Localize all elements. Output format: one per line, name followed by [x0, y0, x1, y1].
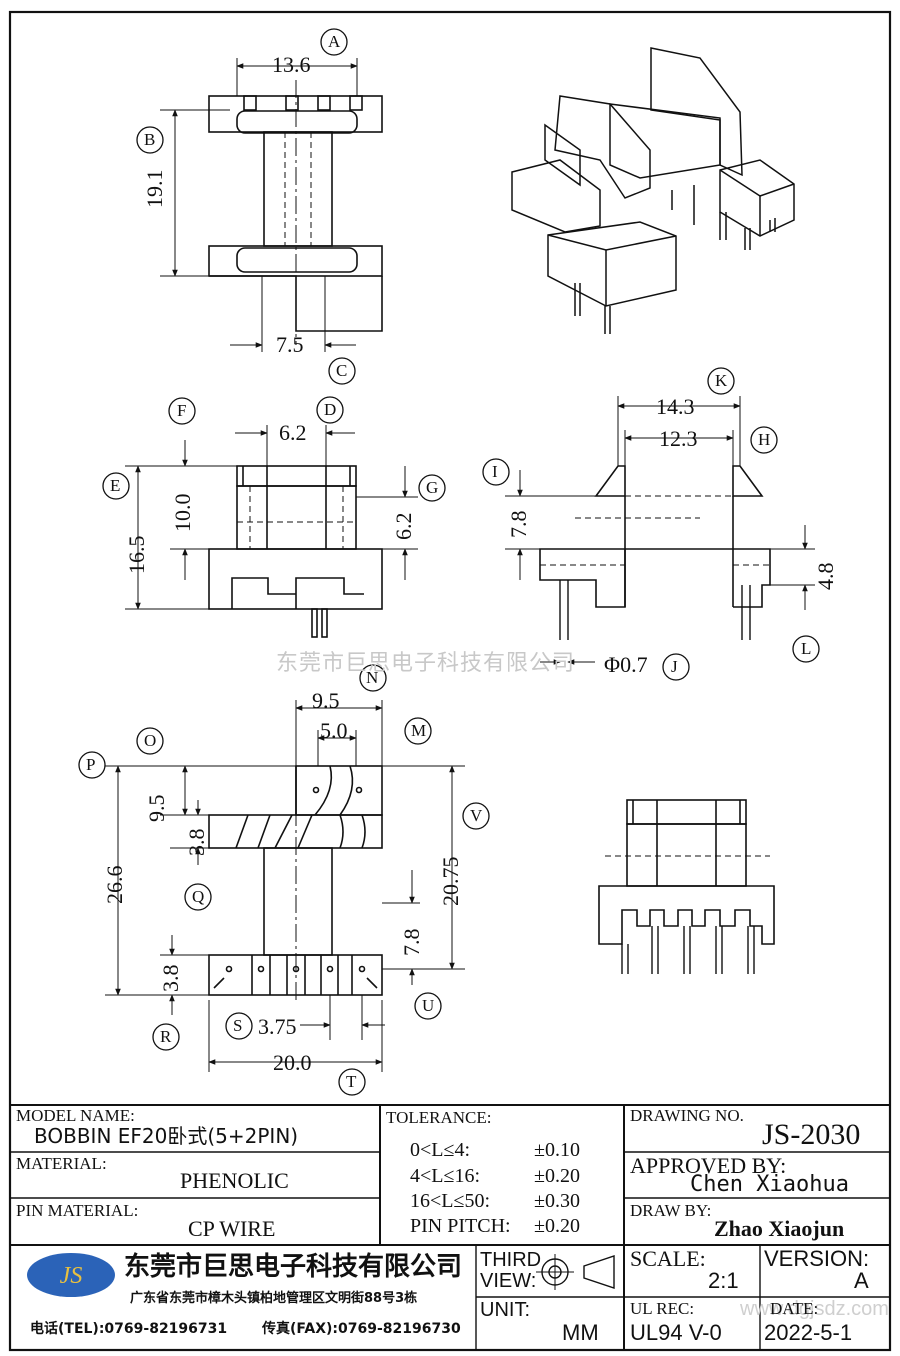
company-address: 广东省东莞市樟木头镇柏地管理区文明街88号3栋: [130, 1291, 418, 1306]
callout-l: L: [801, 639, 812, 658]
callout-m: M: [411, 721, 427, 740]
scale: 2:1: [708, 1268, 739, 1293]
tolerance-label: TOLERANCE:: [386, 1108, 492, 1127]
unit: MM: [562, 1320, 599, 1345]
tolerance-value-2: ±0.20: [534, 1165, 580, 1187]
dim-6-2-side: 6.2: [391, 512, 416, 541]
bottom-view: [105, 700, 465, 1072]
drawing-no: JS-2030: [762, 1118, 861, 1151]
ul-rec: UL94 V-0: [630, 1320, 722, 1345]
tolerance-range-1: 0<L≤4:: [410, 1139, 471, 1161]
end-view: [598, 799, 775, 974]
dim-16-5: 16.5: [124, 535, 149, 575]
unit-label: UNIT:: [480, 1299, 530, 1321]
side-view: [505, 396, 815, 665]
tolerance-value-1: ±0.10: [534, 1139, 580, 1161]
dim-19-1: 19.1: [142, 169, 167, 209]
callout-circles: [78, 28, 820, 1096]
dim-3-75: 3.75: [258, 1014, 297, 1039]
dim-20-75: 20.75: [438, 856, 463, 907]
company-tel: 电话(TEL):0769-82196731: [30, 1321, 228, 1337]
tolerance-range-4: PIN PITCH:: [410, 1215, 511, 1237]
draw-by: Zhao Xiaojun: [714, 1216, 845, 1241]
callout-a: A: [328, 32, 341, 51]
dim-4-8: 4.8: [813, 562, 838, 591]
dim-7-5: 7.5: [276, 332, 304, 357]
dim-9-5-left: 9.5: [144, 794, 169, 823]
dim-10-0: 10.0: [170, 493, 195, 533]
callout-k: K: [715, 371, 728, 390]
watermark-company: 东莞市巨思电子科技有限公司: [276, 651, 576, 676]
dim-13-6: 13.6: [272, 52, 311, 77]
dim-26-6: 26.6: [102, 865, 127, 905]
tolerance-value-4: ±0.20: [534, 1215, 580, 1237]
callout-q: Q: [192, 887, 205, 906]
approved-by: Chen Xiaohua: [690, 1172, 849, 1197]
dim-7-8-side: 7.8: [506, 510, 531, 539]
dim-0-7: 0.7: [620, 652, 648, 677]
front-view: [125, 425, 418, 638]
isometric-view: [511, 47, 795, 334]
drawing-no-label: DRAWING NO.: [630, 1106, 744, 1125]
version: A: [854, 1268, 869, 1293]
callout-c: C: [336, 361, 348, 380]
dim-20-0: 20.0: [273, 1050, 312, 1075]
callout-n: N: [366, 668, 379, 687]
callout-e: E: [110, 476, 121, 495]
ul-rec-label: UL REC:: [630, 1299, 695, 1318]
title-block-grid: [10, 1104, 890, 1350]
pin-material-label: PIN MATERIAL:: [16, 1201, 139, 1220]
approved-label: APPROVED BY:: [630, 1153, 787, 1178]
company-name: 东莞市巨思电子科技有限公司: [124, 1252, 463, 1282]
company-fax: 传真(FAX):0769-82196730: [262, 1321, 461, 1337]
pin-material: CP WIRE: [188, 1216, 276, 1241]
dim-3-8-lower: 3.8: [158, 964, 183, 993]
watermark-site: www.dgjsdz.com: [740, 1298, 889, 1320]
date-label: DATE:: [770, 1299, 819, 1318]
callout-u: U: [422, 996, 435, 1015]
dim-12-3: 12.3: [659, 426, 698, 451]
material-label: MATERIAL:: [16, 1154, 107, 1173]
date: 2022-5-1: [764, 1320, 853, 1345]
third-angle-symbol: [536, 1254, 615, 1290]
tolerance-value-3: ±0.30: [534, 1190, 580, 1212]
third-view-label-1: THIRD: [480, 1249, 542, 1271]
callout-g: G: [426, 478, 439, 497]
top-view: [160, 58, 383, 352]
callout-r: R: [160, 1027, 172, 1046]
callout-o: O: [144, 731, 157, 750]
callout-j: J: [671, 657, 678, 676]
tolerance-range-3: 16<L≤50:: [410, 1190, 491, 1212]
model-name-label: MODEL NAME:: [16, 1106, 135, 1125]
dim-6-2-top: 6.2: [279, 420, 307, 445]
scale-label: SCALE:: [630, 1246, 706, 1271]
callout-i: I: [492, 462, 498, 481]
version-label: VERSION:: [764, 1246, 870, 1271]
callout-t: T: [346, 1072, 357, 1091]
callout-d: D: [324, 400, 337, 419]
dim-5-0: 5.0: [320, 718, 348, 743]
material: PHENOLIC: [180, 1168, 289, 1193]
dim-14-3: 14.3: [656, 394, 695, 419]
dim-pin-dia: Φ0.7: [604, 652, 648, 677]
model-name: BOBBIN EF20卧式(5+2PIN): [34, 1124, 299, 1148]
third-view-label-2: VIEW:: [480, 1270, 537, 1292]
tolerance-range-2: 4<L≤16:: [410, 1165, 481, 1187]
callout-p: P: [86, 755, 96, 774]
outer-border: [8, 10, 892, 1352]
draw-by-label: DRAW BY:: [630, 1201, 712, 1220]
callout-s: S: [233, 1016, 243, 1035]
callout-v: V: [470, 806, 483, 825]
callout-b: B: [144, 130, 156, 149]
dim-7-8-bottom: 7.8: [399, 928, 424, 957]
callout-f: F: [177, 401, 187, 420]
callout-h: H: [758, 430, 771, 449]
dim-3-8-upper: 3.8: [184, 828, 209, 857]
company-logo-icon: JS: [27, 1253, 115, 1297]
dim-9-5-top: 9.5: [312, 688, 340, 713]
logo-text: JS: [60, 1263, 83, 1289]
